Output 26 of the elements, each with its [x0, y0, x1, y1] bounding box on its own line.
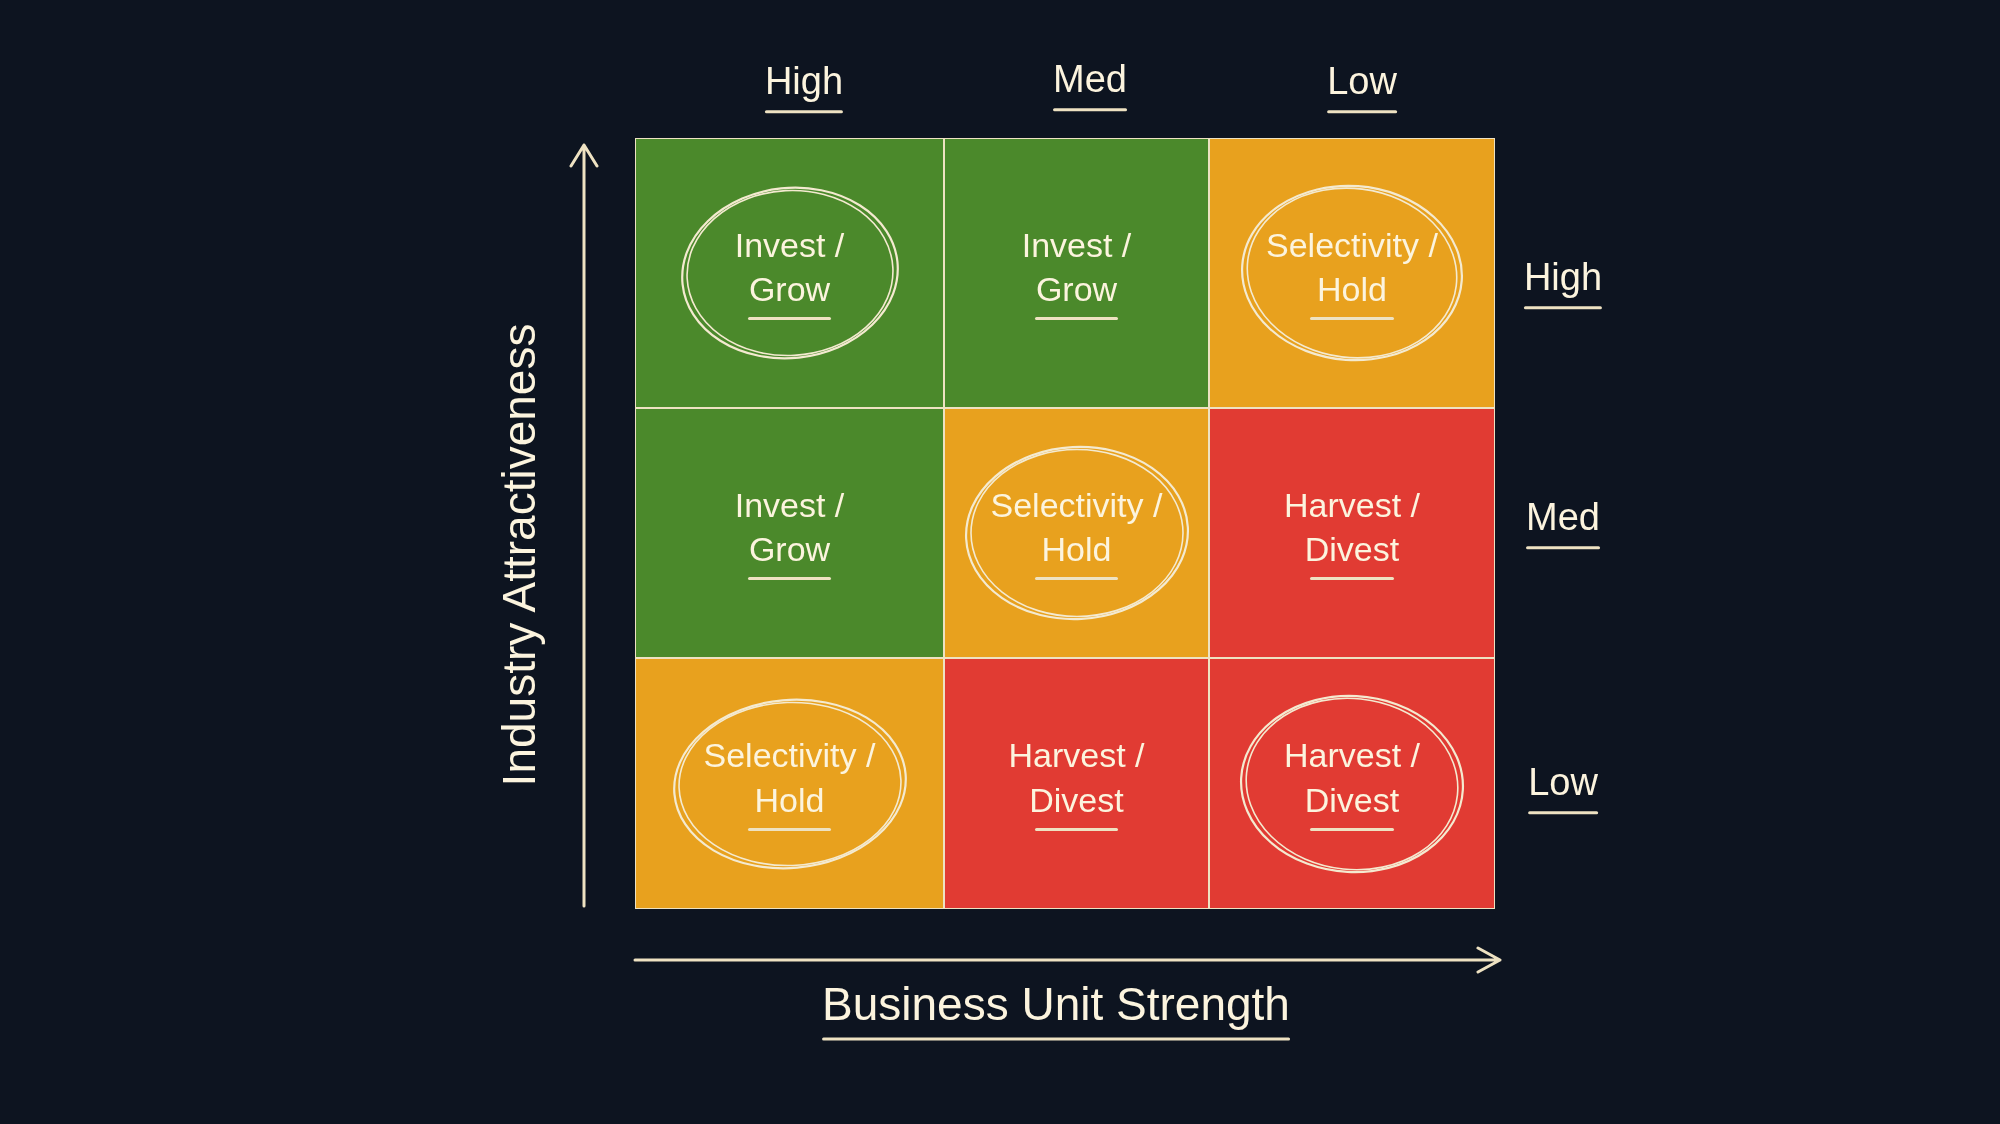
matrix-cell — [1209, 408, 1495, 658]
strategy-label: Selectivity / Hold — [1257, 222, 1447, 324]
strategy-label: Invest / Grow — [694, 222, 885, 324]
strategy-label: Selectivity / Hold — [694, 733, 885, 834]
strategy-label: Harvest / Divest — [981, 733, 1172, 834]
axis-level-label: Low — [1528, 760, 1598, 816]
matrix-cell — [635, 408, 944, 658]
axis-level-label: Med — [1526, 495, 1600, 551]
matrix-cell — [944, 138, 1209, 408]
strategy-label: Harvest / Divest — [1257, 482, 1447, 584]
matrix-cell — [944, 658, 1209, 909]
strategy-label: Harvest / Divest — [1257, 733, 1447, 834]
matrix-cell — [635, 658, 944, 909]
matrix-cell — [1209, 138, 1495, 408]
axis-level-label: High — [764, 59, 844, 115]
axis-title: Industry Attractiveness — [492, 323, 547, 787]
axis-level-label: Low — [1327, 59, 1397, 115]
axis-title: Business Unit Strength — [822, 977, 1290, 1043]
strategy-label: Invest / Grow — [981, 222, 1172, 324]
matrix-cell — [635, 138, 944, 408]
axis-level-label: High — [1523, 255, 1603, 311]
strategy-label: Invest / Grow — [694, 482, 885, 584]
matrix-cell — [944, 408, 1209, 658]
matrix-cell — [1209, 658, 1495, 909]
strategy-label: Selectivity / Hold — [981, 482, 1172, 584]
axis-level-label: Med — [1053, 57, 1127, 113]
